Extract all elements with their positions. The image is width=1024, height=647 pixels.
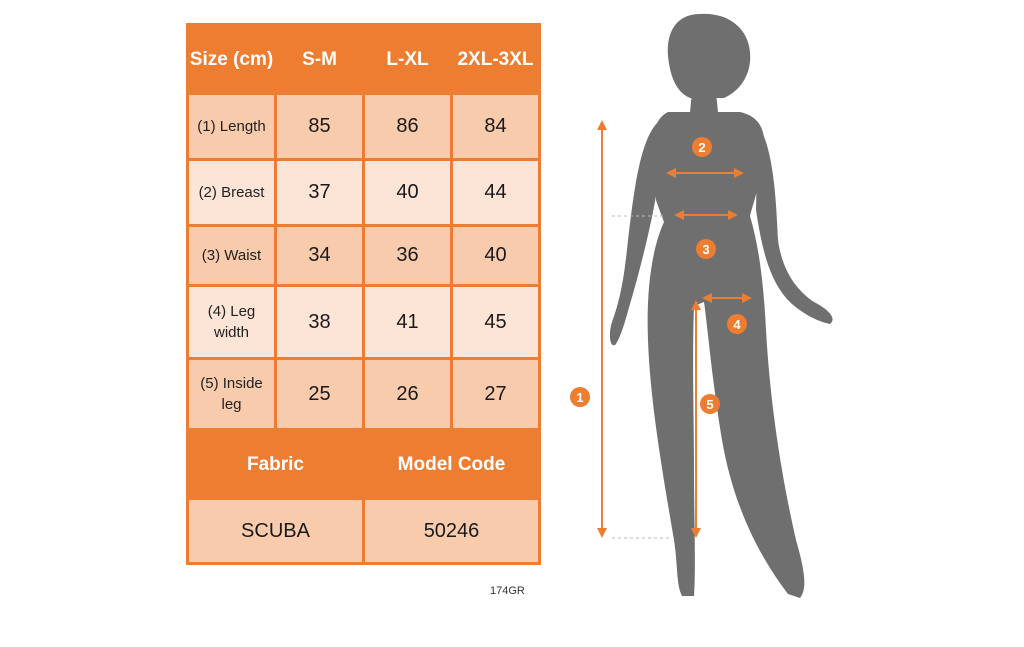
- table-row: (3) Waist 34 36 40: [186, 224, 541, 287]
- row-label: (1) Length: [186, 92, 277, 161]
- table-cell: 40: [450, 224, 541, 287]
- table-cell: 27: [450, 357, 541, 431]
- row-label: (2) Breast: [186, 158, 277, 227]
- column-header: S-M: [274, 23, 365, 95]
- table-row: (1) Length 85 86 84: [186, 92, 541, 161]
- table-cell: 38: [274, 284, 365, 360]
- row-label: (3) Waist: [186, 224, 277, 287]
- marker-number: 2: [698, 140, 705, 155]
- size-header-cell: Size (cm): [186, 23, 277, 95]
- column-header: L-XL: [362, 23, 453, 95]
- marker-badge-4: 4: [727, 314, 747, 334]
- table-cell: 26: [362, 357, 453, 431]
- table-cell: 84: [450, 92, 541, 161]
- table-cell: 40: [362, 158, 453, 227]
- footer-header-row: Fabric Model Code: [186, 428, 541, 500]
- table-cell: 86: [362, 92, 453, 161]
- table-row: (5) Inside leg 25 26 27: [186, 357, 541, 431]
- body-silhouette: [609, 13, 833, 598]
- marker-number: 3: [702, 242, 709, 257]
- table-cell: 45: [450, 284, 541, 360]
- marker-number: 1: [576, 390, 583, 405]
- marker-badge-5: 5: [700, 394, 720, 414]
- column-header: 2XL-3XL: [450, 23, 541, 95]
- model-code-label: Model Code: [362, 428, 541, 500]
- product-reference: 174GR: [490, 585, 525, 597]
- body-measurement-diagram: 1 2 3 4 5: [570, 13, 833, 598]
- table-row: (4) Leg width 38 41 45: [186, 284, 541, 360]
- row-label: (4) Leg width: [186, 284, 277, 360]
- model-code-value: 50246: [362, 497, 541, 565]
- table-cell: 36: [362, 224, 453, 287]
- table-cell: 85: [274, 92, 365, 161]
- size-chart-table: Size (cm) S-M L-XL 2XL-3XL (1) Length 85…: [186, 23, 541, 565]
- row-label: (5) Inside leg: [186, 357, 277, 431]
- marker-number: 5: [706, 397, 713, 412]
- table-cell: 37: [274, 158, 365, 227]
- marker-badge-2: 2: [692, 137, 712, 157]
- table-cell: 41: [362, 284, 453, 360]
- table-cell: 25: [274, 357, 365, 431]
- footer-value-row: SCUBA 50246: [186, 497, 541, 565]
- marker-badge-1: 1: [570, 387, 590, 407]
- table-cell: 44: [450, 158, 541, 227]
- marker-number: 4: [733, 317, 741, 332]
- fabric-label: Fabric: [186, 428, 365, 500]
- fabric-value: SCUBA: [186, 497, 365, 565]
- marker-badge-3: 3: [696, 239, 716, 259]
- table-row: (2) Breast 37 40 44: [186, 158, 541, 227]
- table-header-row: Size (cm) S-M L-XL 2XL-3XL: [186, 23, 541, 95]
- table-cell: 34: [274, 224, 365, 287]
